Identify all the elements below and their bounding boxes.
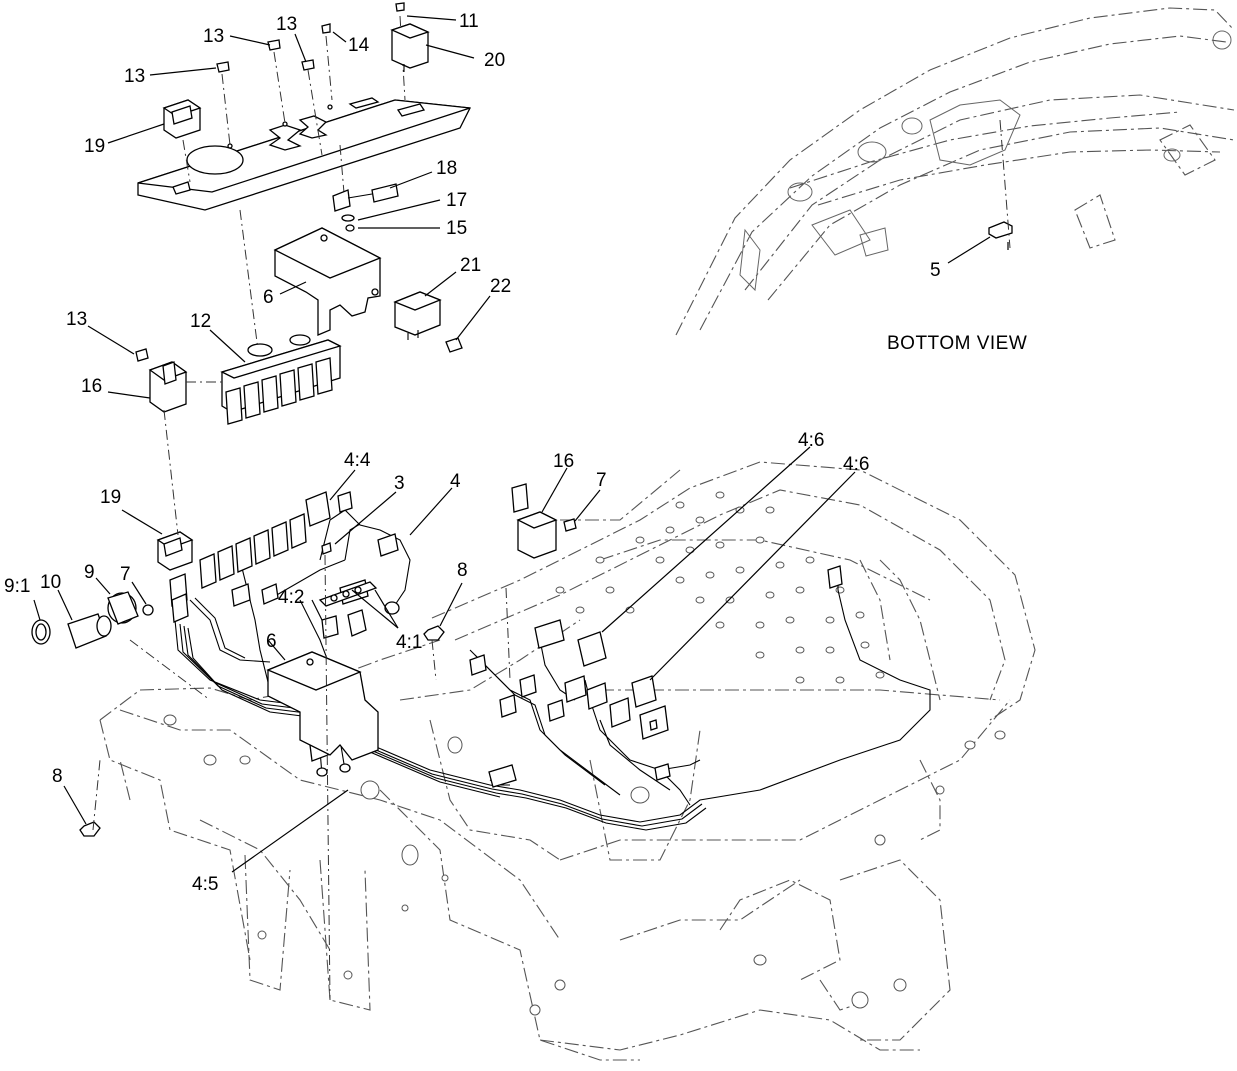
callout-15: 15 [446,218,467,239]
callout-4-6-a: 4:6 [798,430,824,451]
part-6-bracket-lower [266,651,379,761]
panel-fasteners [216,2,405,73]
callout-9-1: 9:1 [4,576,30,597]
callout-8-a: 8 [457,560,468,581]
callout-4-1: 4:1 [396,632,422,653]
callout-4-6-b: 4:6 [843,454,869,475]
callout-14: 14 [348,35,370,56]
callout-13-a: 13 [203,26,224,47]
callout-21: 21 [460,255,481,276]
frame-bracket-holes [163,714,1006,1016]
callout-3: 3 [394,473,405,494]
part-3-screw [321,542,332,555]
ignition-switch-group [31,591,154,649]
callout-18: 18 [436,158,457,179]
callout-7-a: 7 [596,470,607,491]
part-16-relay-lower [511,483,577,559]
part-8-nut-left [79,821,101,837]
control-panel [137,15,472,351]
callout-13-c: 13 [124,66,145,87]
callout-6-a: 6 [263,287,274,308]
part-21-module [393,291,442,340]
harness-connectors [169,491,843,788]
callout-19-a: 19 [84,136,105,157]
callout-8-b: 8 [52,766,63,787]
assembly-lines [92,381,511,1001]
part-18-sensor [332,183,399,232]
part-19-switch-top [162,99,202,139]
callout-5: 5 [930,260,941,281]
callout-7-b: 7 [120,564,131,585]
callout-10: 10 [40,572,61,593]
part-22-bolt [445,337,463,353]
callout-4-4: 4:4 [344,450,371,471]
part-19-switch-lower [156,531,194,571]
callout-13-b: 13 [276,14,297,35]
part-8-nut-right [423,625,445,641]
callout-9: 9 [84,562,95,583]
callout-4-5: 4:5 [192,874,218,895]
part-16-relay-upper [135,348,188,413]
part-4-1-terminal-strip [318,581,378,607]
leader-lines [33,15,856,873]
callout-11: 11 [459,11,479,32]
part-12-switch-block [220,334,342,425]
frame-deck-holes [555,491,885,684]
part-6-bracket-upper [273,227,382,336]
callout-19-b: 19 [100,487,121,508]
callout-22: 22 [490,276,511,297]
callout-4: 4 [450,471,461,492]
callout-16-a: 16 [81,376,102,397]
callout-17: 17 [446,190,467,211]
callout-6-b: 6 [266,631,277,652]
callout-labels: 11 20 13 13 14 13 19 18 17 15 21 6 22 13… [4,11,869,895]
callout-16-b: 16 [553,451,574,472]
callout-13-d: 13 [66,309,87,330]
callout-4-2: 4:2 [278,587,304,608]
callout-12: 12 [190,311,211,332]
callout-20: 20 [484,50,505,71]
bottom-view-inset: 5 BOTTOM VIEW [675,7,1235,354]
bottom-view-caption: BOTTOM VIEW [887,333,1027,354]
